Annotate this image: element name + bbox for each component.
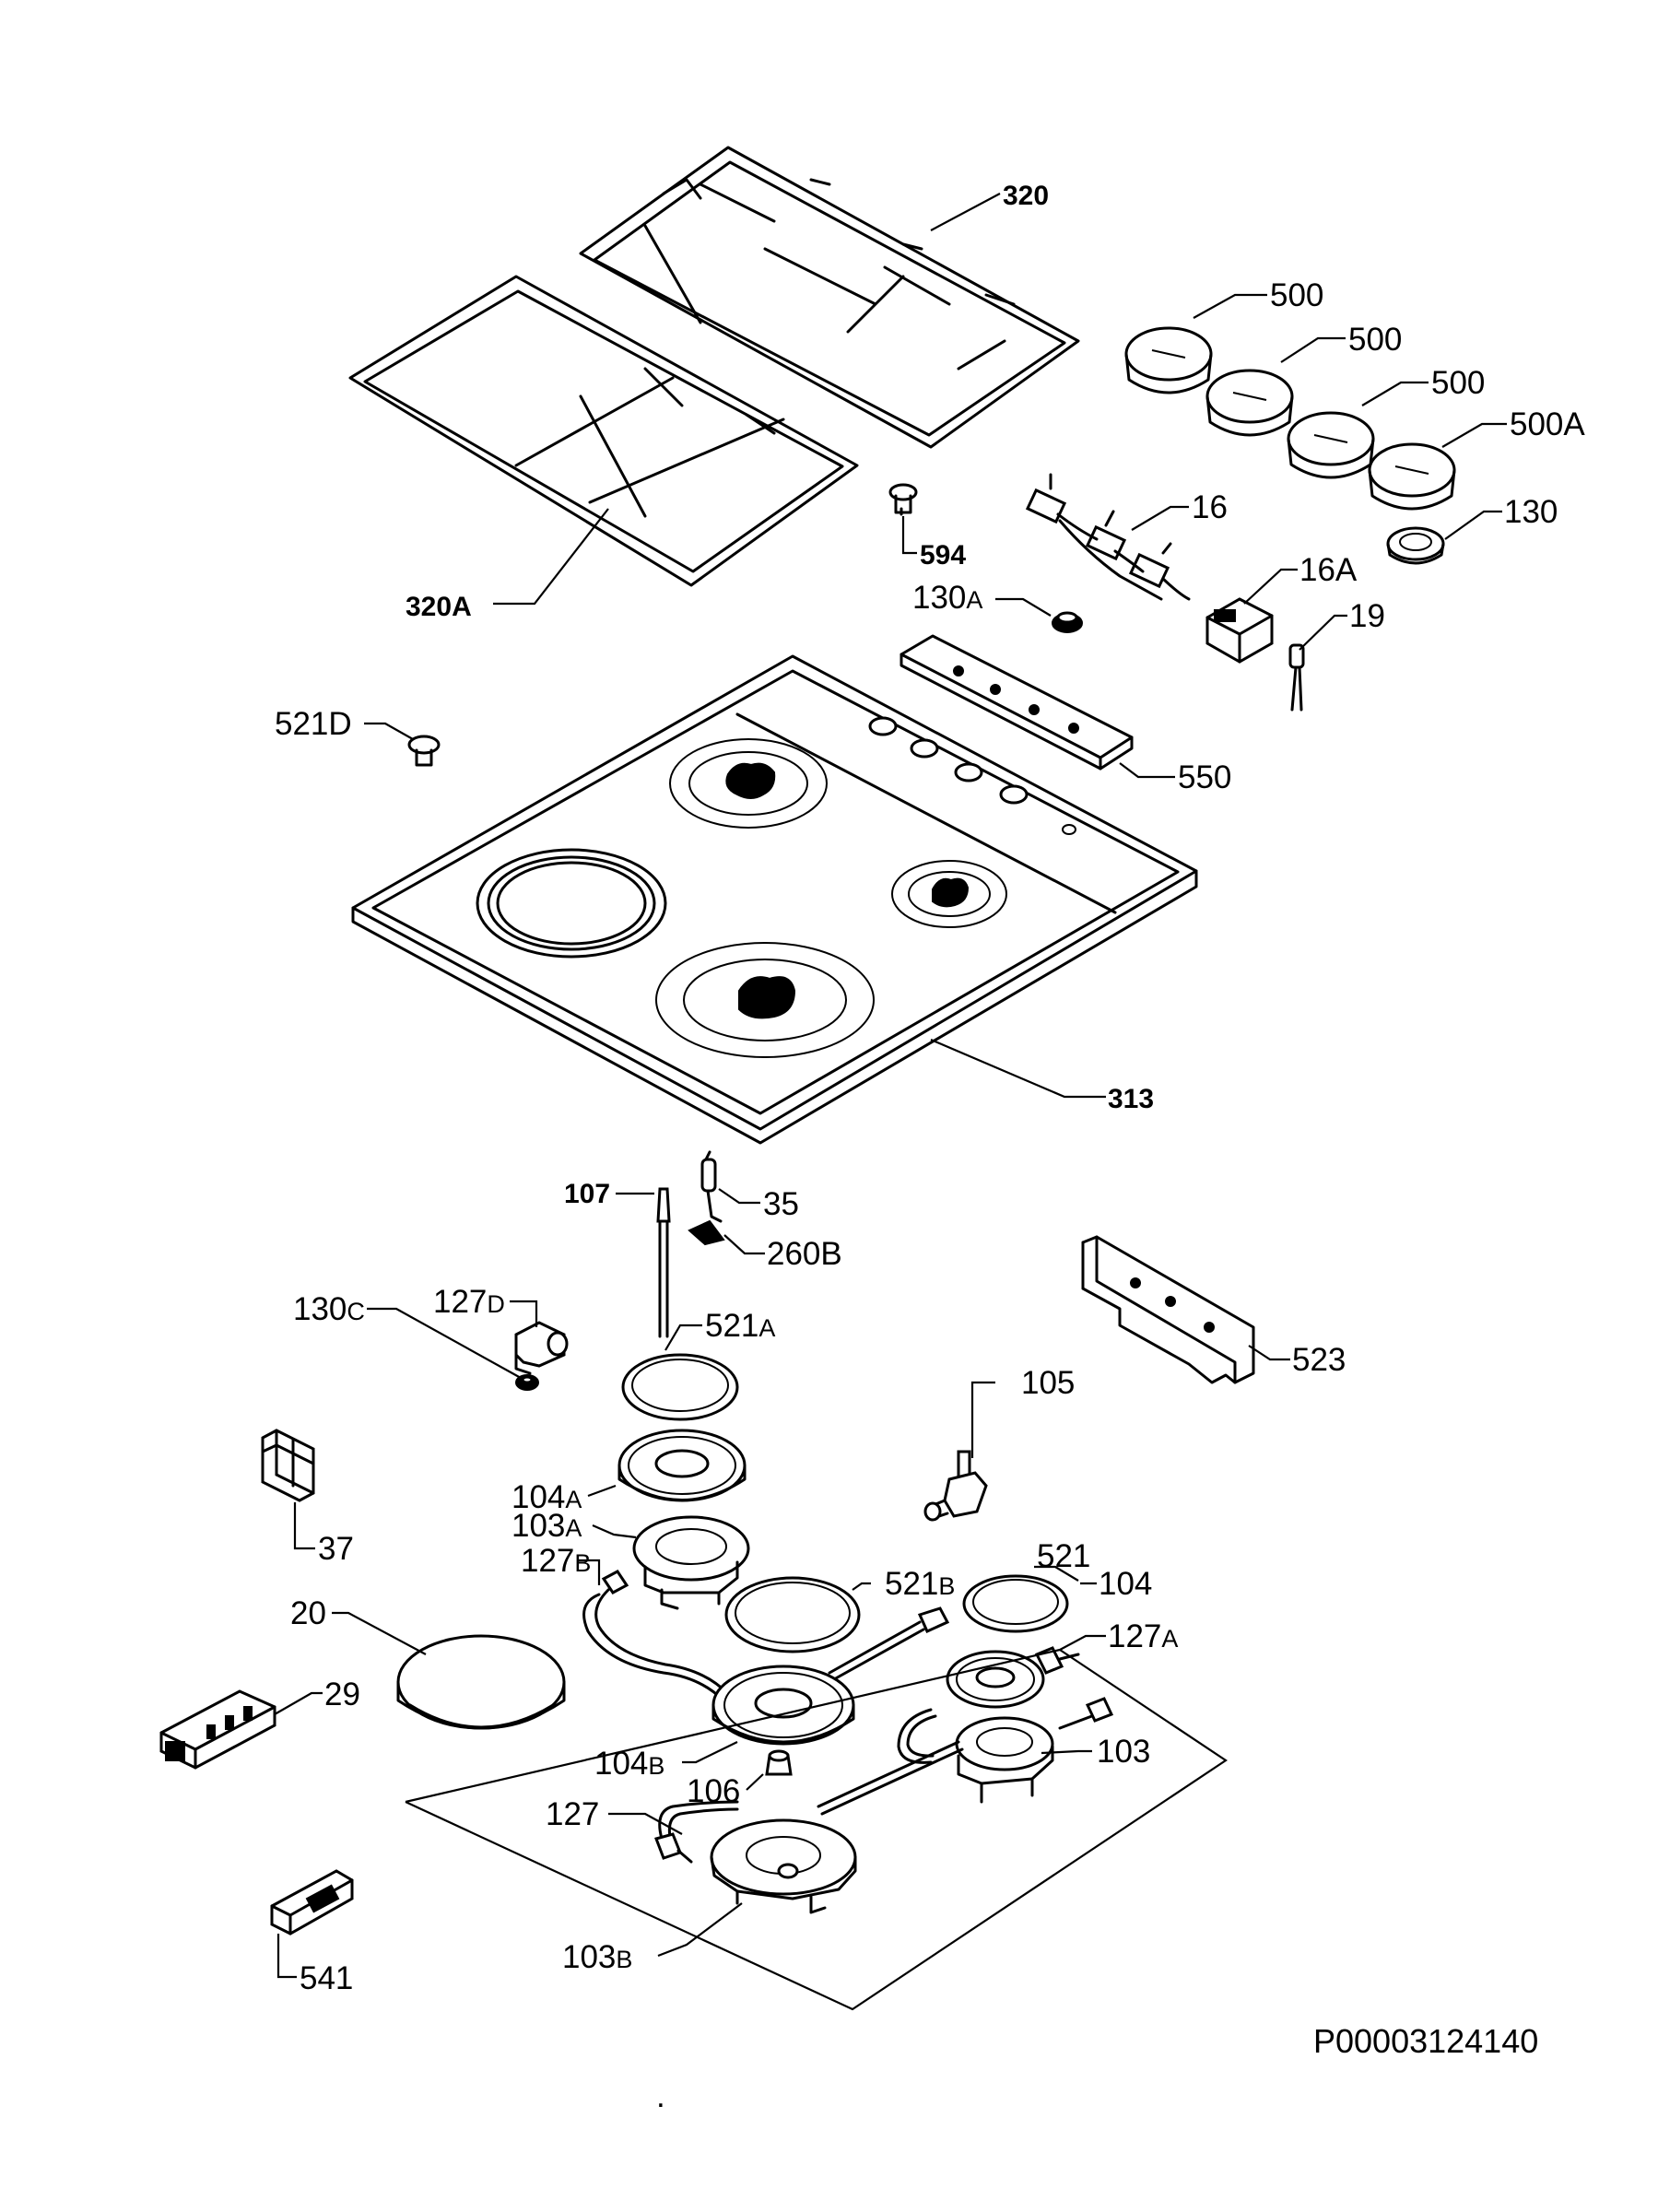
label-130a: 130A [912, 580, 982, 616]
label-106: 106 [687, 1773, 740, 1809]
label-313: 313 [1108, 1084, 1154, 1114]
burner-base-103 [955, 1716, 1054, 1804]
nozzle-106 [765, 1749, 793, 1776]
label-541: 541 [300, 1960, 353, 1996]
panel-strip-550 [900, 634, 1134, 771]
clip-260b [688, 1219, 725, 1246]
thermocouple-107 [656, 1187, 671, 1338]
label-127a: 127A [1108, 1618, 1178, 1654]
label-104: 104 [1099, 1566, 1152, 1602]
diagram-code: P00003124140 [1313, 2022, 1538, 2060]
label-500-1: 500 [1270, 277, 1323, 313]
burner-cap-521 [962, 1574, 1069, 1633]
label-500-3: 500 [1431, 365, 1485, 401]
label-521b: 521B [885, 1566, 955, 1602]
burner-cap-521b [724, 1576, 861, 1653]
label-320: 320 [1003, 181, 1049, 211]
label-103b: 103B [562, 1939, 632, 1975]
ignition-generator-16a [1205, 597, 1274, 664]
label-16a: 16A [1299, 552, 1358, 588]
knob-500-3 [1287, 411, 1375, 479]
gas-pipe-front [817, 1740, 964, 1816]
burner-recess-rear [669, 738, 828, 829]
burner-cap-521a [621, 1353, 739, 1421]
burner-base-103a [632, 1515, 750, 1610]
electrode-19 [1288, 643, 1305, 712]
burner-crown-104b [711, 1665, 855, 1746]
label-594: 594 [920, 540, 966, 571]
burner-recess-right [891, 860, 1007, 928]
label-127: 127 [546, 1796, 599, 1832]
gas-pipe-right [897, 1697, 1114, 1764]
label-320a: 320A [406, 592, 472, 622]
hotplate-20 [396, 1634, 566, 1730]
washer-130c [515, 1374, 539, 1391]
label-35: 35 [763, 1186, 799, 1222]
bracket-523 [1081, 1235, 1255, 1384]
assembly-outline [405, 1648, 1228, 2011]
label-103a: 103A [512, 1508, 582, 1544]
control-knobs-500 [1124, 326, 1456, 511]
label-521d: 521D [275, 706, 352, 742]
label-521: 521 [1037, 1538, 1090, 1574]
label-127d: 127D [433, 1284, 505, 1320]
burner-crown-104 [946, 1650, 1045, 1709]
leader-lines [274, 193, 1507, 1979]
label-127b: 127B [521, 1543, 591, 1579]
burner-recess-front [655, 942, 875, 1058]
label-130: 130 [1504, 494, 1558, 530]
ring-130 [1386, 526, 1445, 565]
gas-pipe-127 [654, 1800, 739, 1864]
label-103: 103 [1097, 1734, 1150, 1770]
hob-top-313 [351, 654, 1198, 1145]
label-521a: 521A [705, 1308, 775, 1344]
label-29: 29 [324, 1677, 360, 1712]
knob-500-2 [1205, 369, 1294, 437]
knob-500a [1368, 442, 1456, 511]
switch-541 [270, 1869, 354, 1936]
grommet-130a [1052, 611, 1083, 633]
label-500-2: 500 [1348, 322, 1402, 358]
label-37: 37 [318, 1531, 354, 1567]
burner-crown-104a [617, 1429, 747, 1502]
label-550: 550 [1178, 759, 1231, 795]
dot-mark: . [656, 2078, 665, 2114]
part-labels: 320 320A 500 500 500 500A 130 16 594 130… [275, 181, 1585, 1996]
label-500a: 500A [1510, 406, 1585, 442]
label-20: 20 [290, 1595, 326, 1631]
terminal-block-29 [159, 1689, 276, 1770]
spark-plug-35 [700, 1150, 723, 1223]
gas-valve-105 [923, 1450, 988, 1522]
injector-127a [1034, 1646, 1080, 1675]
label-130c: 130C [293, 1291, 365, 1327]
label-523: 523 [1292, 1342, 1346, 1378]
knob-500-1 [1124, 326, 1213, 394]
label-107: 107 [564, 1179, 610, 1209]
label-105: 105 [1021, 1365, 1075, 1401]
pan-support-320 [579, 146, 1080, 449]
elbow-127d [514, 1321, 569, 1375]
pan-support-320a [348, 275, 859, 587]
gas-pipe-middle [828, 1606, 950, 1681]
connector-37 [261, 1429, 315, 1502]
label-104a: 104A [512, 1479, 582, 1515]
screw-594 [888, 483, 918, 516]
label-104b: 104B [594, 1746, 664, 1782]
hotplate-recess-left [476, 848, 667, 959]
gas-pipe-127b [582, 1570, 730, 1702]
label-260b: 260B [767, 1236, 842, 1272]
label-16: 16 [1192, 489, 1228, 525]
screw-521d [407, 735, 441, 767]
ignition-switch-16 [1025, 473, 1191, 601]
burner-base-103b [710, 1818, 857, 1914]
label-19: 19 [1349, 598, 1385, 634]
